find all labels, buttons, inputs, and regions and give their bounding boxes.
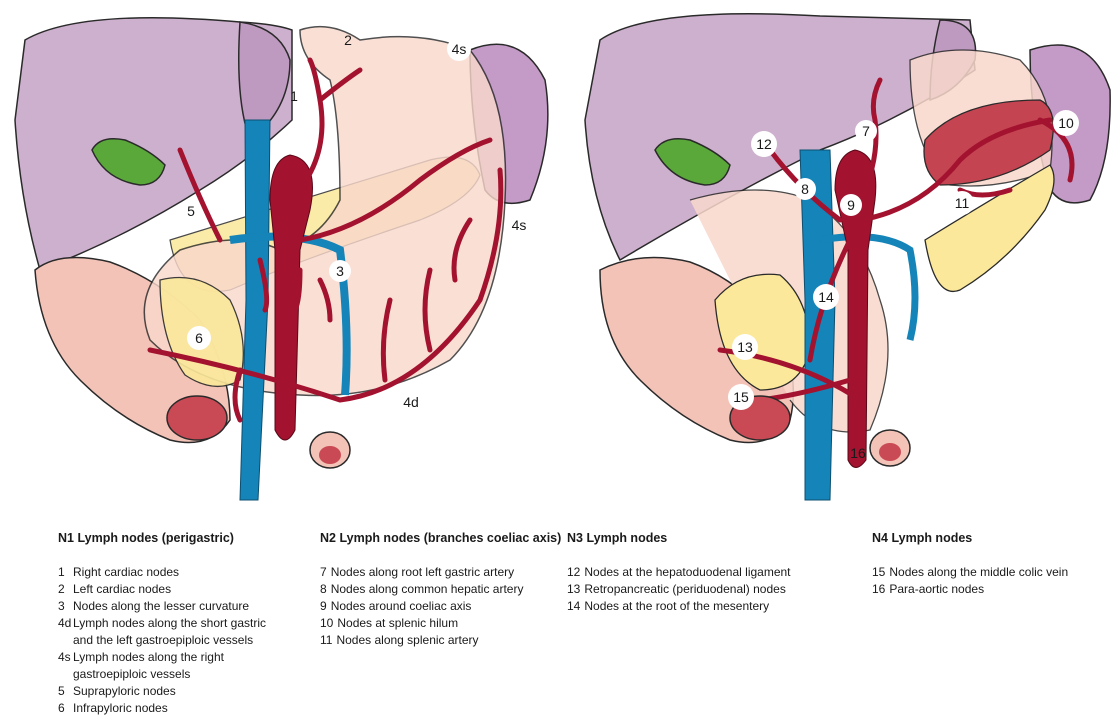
legend-title: N4 Lymph nodes [872, 531, 973, 545]
node-label: 4s [447, 37, 471, 61]
node-label: 14 [813, 284, 839, 310]
pancreas-shape [924, 164, 1055, 293]
svg-text:5: 5 [187, 203, 195, 219]
node-label: 12 [751, 131, 777, 157]
aorta [834, 149, 877, 468]
node-label: 1 [290, 88, 298, 104]
anatomy-figures: 1 2 3 4s 4s 4d 5 6 [14, 13, 1111, 501]
node-label: 2 [344, 32, 352, 48]
right-diagram: 7 8 9 10 11 12 13 14 15 16 [584, 13, 1111, 501]
node-label: 7 [855, 120, 877, 142]
svg-text:4s: 4s [512, 217, 527, 233]
gallbladder-shape [91, 138, 166, 186]
node-label: 11 [950, 191, 974, 215]
bowel-end [166, 395, 228, 441]
svg-text:7: 7 [862, 123, 870, 139]
node-label: 3 [329, 260, 351, 282]
node-label: 8 [794, 178, 816, 200]
svg-text:13: 13 [737, 339, 753, 355]
svg-text:14: 14 [818, 289, 834, 305]
svg-text:8: 8 [801, 181, 809, 197]
svg-text:4d: 4d [403, 394, 419, 410]
legend-title: N2 Lymph nodes (branches coeliac axis) [320, 531, 562, 545]
svg-text:1: 1 [290, 88, 298, 104]
legend-n2: N2 Lymph nodes (branches coeliac axis) 7… [320, 530, 570, 649]
svg-text:3: 3 [336, 263, 344, 279]
svg-text:4s: 4s [452, 41, 467, 57]
node-label: 6 [187, 326, 211, 350]
liver-shape [14, 17, 293, 271]
node-label: 13 [732, 334, 758, 360]
node-label: 15 [728, 384, 754, 410]
arteries-left [147, 57, 504, 423]
bowel-end-2-inner [879, 443, 901, 461]
node-label: 4s [512, 217, 527, 233]
svg-text:12: 12 [756, 136, 772, 152]
node-label: 16 [850, 445, 866, 461]
node-label: 9 [840, 194, 862, 216]
liver-lobe [238, 21, 291, 142]
aorta [269, 154, 313, 441]
svg-text:2: 2 [344, 32, 352, 48]
node-label: 4d [403, 394, 419, 410]
portal-vein [239, 119, 271, 501]
left-diagram: 1 2 3 4s 4s 4d 5 6 [14, 17, 549, 501]
svg-text:11: 11 [955, 195, 970, 211]
bowel-end-2-inner [319, 446, 341, 464]
legend-title: N3 Lymph nodes [567, 531, 668, 545]
node-label: 10 [1053, 110, 1079, 136]
node-label: 5 [180, 200, 202, 222]
legend-title: N1 Lymph nodes (perigastric) [58, 531, 234, 545]
svg-text:10: 10 [1058, 115, 1074, 131]
svg-text:6: 6 [195, 330, 203, 346]
gallbladder-shape [654, 138, 731, 186]
svg-text:9: 9 [847, 197, 855, 213]
svg-text:15: 15 [733, 389, 749, 405]
svg-text:16: 16 [850, 445, 866, 461]
liver-shape [584, 13, 976, 262]
